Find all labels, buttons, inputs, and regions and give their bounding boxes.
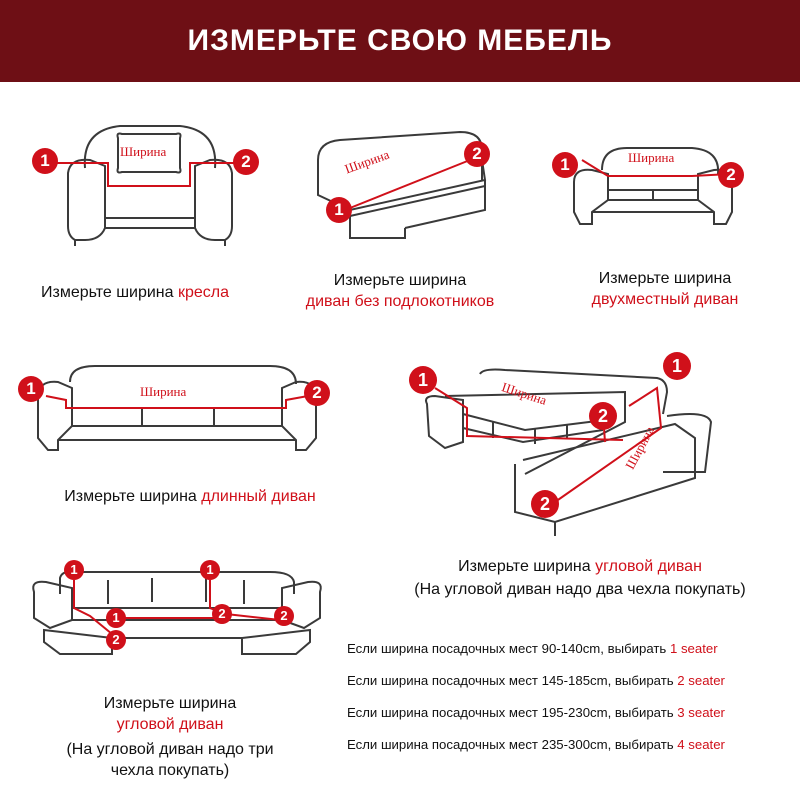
size-condition: Если ширина посадочных мест 235-300cm, в… xyxy=(347,737,678,752)
point-2-badge: 2 xyxy=(233,149,259,175)
size-choice: 4 seater xyxy=(677,737,725,752)
caption-prefix: Измерьте ширина xyxy=(333,272,467,289)
point-1-badge: 1 xyxy=(552,152,578,178)
size-row: Если ширина посадочных мест 90-140cm, вы… xyxy=(347,633,799,665)
long-sofa-caption: Измерьте ширина длинный диван xyxy=(20,486,360,507)
caption-highlight: угловой диван xyxy=(116,716,224,733)
point-2-badge-c: 2 xyxy=(274,606,294,626)
caption-highlight: диван без подлокотников xyxy=(305,293,495,310)
point-1-badge: 1 xyxy=(64,560,84,580)
size-choice: 2 seater xyxy=(677,673,725,688)
caption-note: (На угловой диван надо два чехла покупат… xyxy=(414,581,746,598)
caption-highlight: длинный диван xyxy=(201,488,316,505)
size-choice: 3 seater xyxy=(677,705,725,720)
caption-highlight: кресла xyxy=(177,284,230,301)
u-shape-caption: Измерьте ширина угловой диван (На углово… xyxy=(25,693,315,781)
size-row: Если ширина посадочных мест 145-185cm, в… xyxy=(347,665,799,697)
long-sofa-illustration: Ширина 1 2 xyxy=(10,360,340,460)
point-1-badge: 1 xyxy=(409,366,437,394)
armchair-caption: Измерьте ширина кресла xyxy=(15,282,255,303)
size-condition: Если ширина посадочных мест 195-230cm, в… xyxy=(347,705,678,720)
point-1-badge-c: 1 xyxy=(200,560,220,580)
size-row: Если ширина посадочных мест 235-300cm, в… xyxy=(347,729,799,761)
caption-prefix: Измерьте ширина xyxy=(458,558,596,575)
size-condition: Если ширина посадочных мест 145-185cm, в… xyxy=(347,673,678,688)
point-2-badge: 2 xyxy=(304,380,330,406)
u-shape-sofa-illustration: 1 1 1 2 2 2 xyxy=(20,558,330,668)
size-row: Если ширина посадочных мест 195-230cm, в… xyxy=(347,697,799,729)
caption-prefix: Измерьте ширина xyxy=(103,695,237,712)
armless-sofa-illustration: Ширина 1 2 xyxy=(310,120,500,250)
point-1-badge-b: 1 xyxy=(106,608,126,628)
point-1-badge-b: 1 xyxy=(663,352,691,380)
point-2-badge-b: 2 xyxy=(531,490,559,518)
point-2-badge: 2 xyxy=(589,402,617,430)
caption-prefix: Измерьте ширина xyxy=(64,488,202,505)
caption-highlight: угловой диван xyxy=(595,558,702,575)
point-1-badge: 1 xyxy=(326,197,352,223)
width-label: Ширина xyxy=(628,150,675,165)
page-title: ИЗМЕРЬТЕ СВОЮ МЕБЕЛЬ xyxy=(187,24,613,57)
caption-note: (На угловой диван надо три чехла покупат… xyxy=(66,741,274,779)
width-label: Ширина xyxy=(140,384,187,399)
corner-sofa-caption: Измерьте ширина угловой диван (На углово… xyxy=(380,556,780,600)
header-banner: ИЗМЕРЬТЕ СВОЮ МЕБЕЛЬ xyxy=(0,0,800,82)
point-2-badge: 2 xyxy=(106,630,126,650)
size-condition: Если ширина посадочных мест 90-140cm, вы… xyxy=(347,641,670,656)
armless-caption: Измерьте ширина диван без подлокотников xyxy=(280,270,520,312)
point-2-badge-b: 2 xyxy=(212,604,232,624)
armchair-illustration: Ширина 1 2 xyxy=(30,118,260,248)
size-guide: Если ширина посадочных мест 90-140cm, вы… xyxy=(347,633,799,761)
point-1-badge: 1 xyxy=(32,148,58,174)
two-seater-caption: Измерьте ширина двухместный диван xyxy=(545,268,785,310)
point-1-badge: 1 xyxy=(18,376,44,402)
caption-prefix: Измерьте ширина xyxy=(598,270,732,287)
caption-highlight: двухместный диван xyxy=(591,291,739,308)
size-choice: 1 seater xyxy=(669,641,718,656)
point-2-badge: 2 xyxy=(718,162,744,188)
point-2-badge: 2 xyxy=(464,141,490,167)
two-seater-illustration: Ширина 1 2 xyxy=(552,138,752,238)
corner-sofa-illustration: Ширина Ширина 1 1 2 2 xyxy=(405,352,715,552)
caption-prefix: Измерьте ширина xyxy=(40,284,178,301)
width-label: Ширина xyxy=(120,144,167,159)
